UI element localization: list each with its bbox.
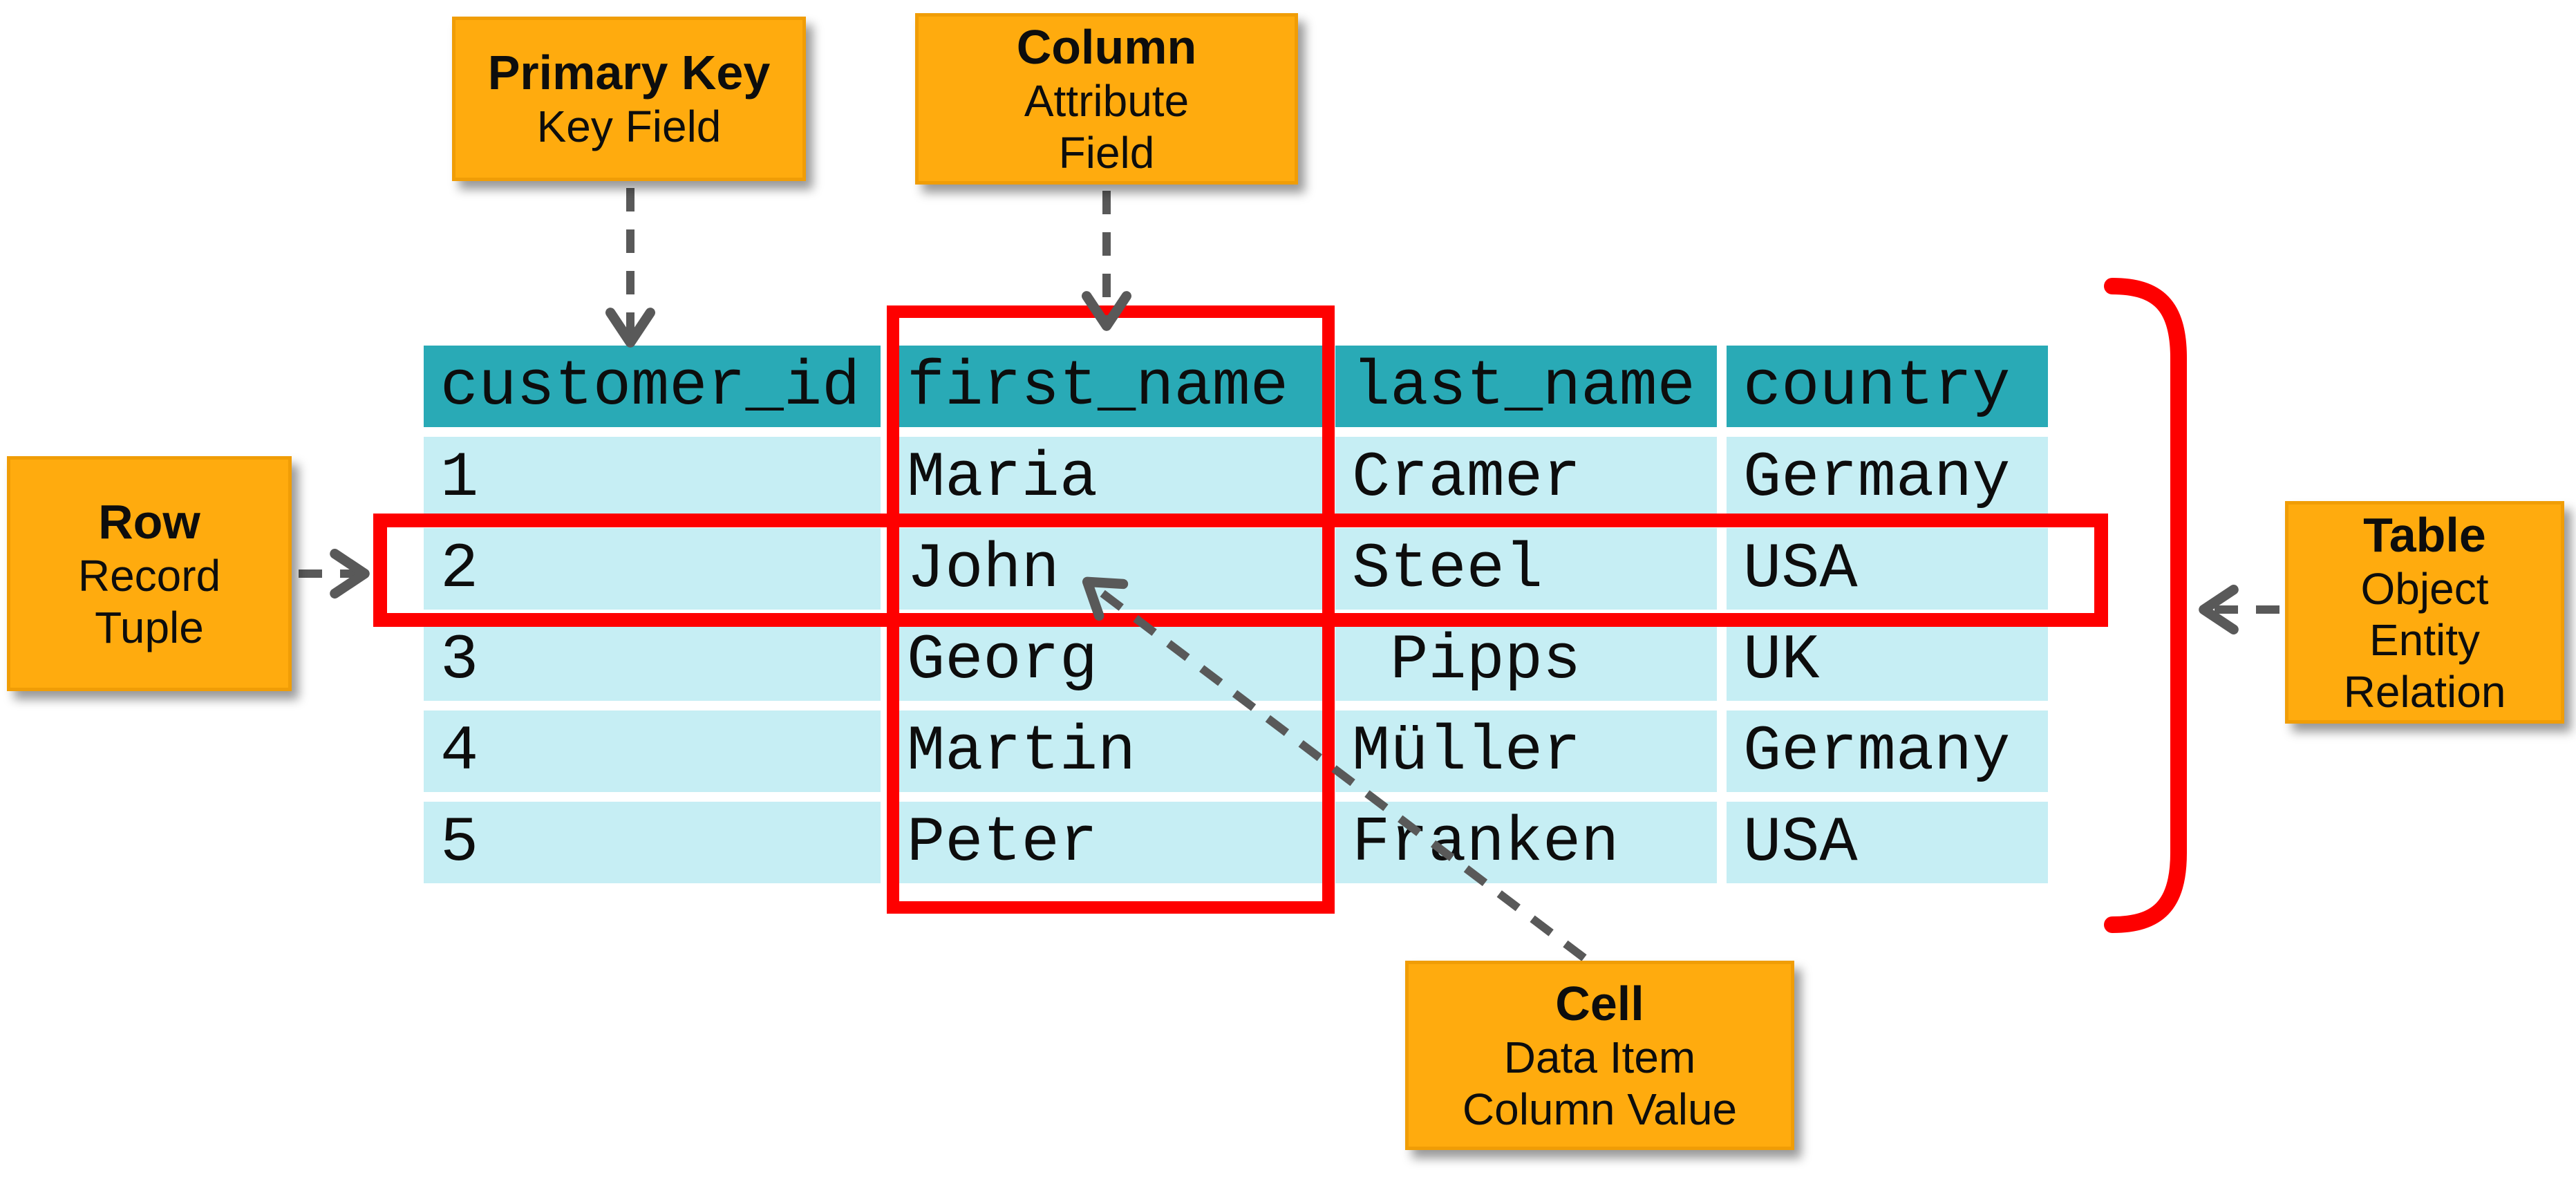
callout-line: Entity [2369,615,2481,666]
table-cell: Cramer [1335,437,1717,518]
table-cell: Maria [890,437,1326,518]
cell-callout: Cell Data Item Column Value [1405,961,1794,1150]
table-cell: 2 [424,528,881,610]
table-cell: USA [1727,802,2048,883]
callout-line: Field [1058,127,1155,178]
table-cell: 4 [424,710,881,792]
table-cell: Müller [1335,710,1717,792]
row-callout: Row Record Tuple [7,456,292,691]
table-cell: Franken [1335,802,1717,883]
callout-title: Row [98,495,200,549]
column-callout: Column Attribute Field [915,13,1298,185]
callout-line: Data Item [1503,1033,1696,1083]
primary-key-callout: Primary Key Key Field [452,17,806,181]
column-header-customer-id: customer_id [424,346,881,427]
table-cell: Pipps [1335,619,1717,701]
table-cell: Germany [1727,710,2048,792]
table-cell: Germany [1727,437,2048,518]
table-cell: 3 [424,619,881,701]
callout-line: Attribute [1024,76,1190,126]
callout-line: Relation [2343,666,2506,717]
table-callout: Table Object Entity Relation [2285,501,2564,724]
callout-line: Column Value [1462,1084,1738,1134]
row-highlight-rect [373,514,2108,627]
column-header-first-name: first_name [890,346,1326,427]
callout-title: Primary Key [487,46,771,100]
callout-line: Key Field [536,102,722,152]
callout-title: Cell [1555,977,1644,1031]
table-cell: UK [1727,619,2048,701]
callout-line: Record [77,551,221,601]
callout-line: Object [2360,564,2489,614]
table-bracket [2104,278,2187,933]
callout-title: Table [2363,508,2486,563]
column-header-last-name: last_name [1335,346,1717,427]
column-header-country: country [1727,346,2048,427]
table-cell: 5 [424,802,881,883]
table-cell: USA [1727,528,2048,610]
table-cell: 1 [424,437,881,518]
callout-title: Column [1016,20,1197,75]
callout-line: Tuple [95,602,204,652]
